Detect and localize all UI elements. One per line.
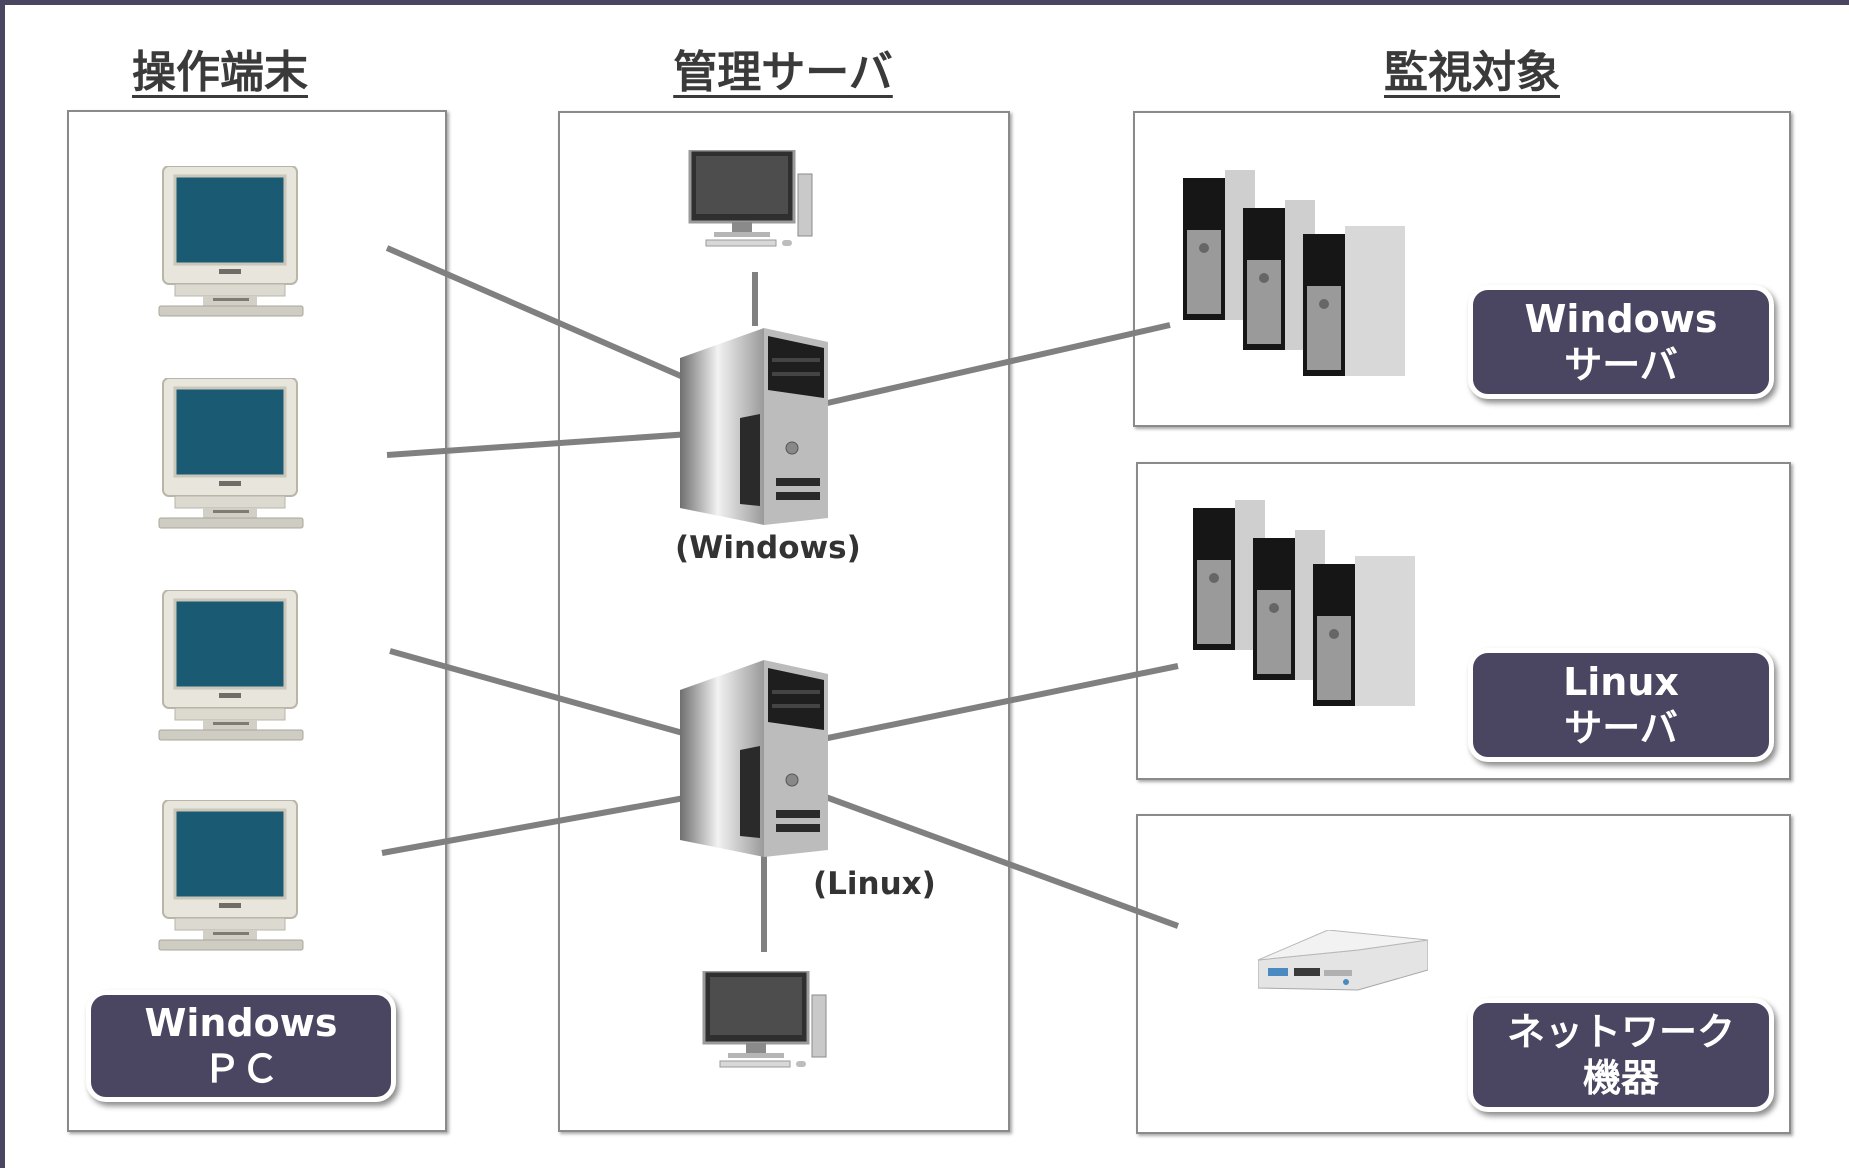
linux-server-badge: Linux サーバ	[1468, 648, 1774, 762]
flat-monitor-icon	[688, 150, 813, 247]
link-pc1-windows-server	[385, 245, 692, 383]
rack-network-device-icon	[1258, 930, 1428, 991]
badge-line: ネットワーク	[1506, 1010, 1735, 1054]
badge-line: サーバ	[1564, 343, 1678, 387]
management-panel	[558, 111, 1010, 1132]
link-pc4-linux-server	[381, 794, 691, 856]
badge-line: ＰＣ	[202, 1047, 279, 1091]
flat-monitor-icon	[702, 971, 827, 1068]
server-group-icon	[1183, 170, 1405, 376]
link-linux-server-network	[821, 793, 1180, 929]
pc-monitor-icon	[158, 378, 304, 529]
tower-server-icon	[680, 328, 828, 525]
badge-line: Windows	[144, 1001, 338, 1045]
tower-server-icon	[680, 660, 828, 857]
heading-management-server: 管理サーバ	[673, 47, 893, 98]
server-group-icon	[1193, 500, 1415, 706]
windows-server-badge: Windows サーバ	[1468, 285, 1774, 399]
link-pc2-windows-server	[386, 431, 691, 458]
badge-line: Linux	[1563, 660, 1679, 704]
windows-server-label: (Windows)	[675, 530, 861, 566]
link-windows-server-windows-targets	[822, 322, 1171, 407]
pc-monitor-icon	[158, 800, 304, 951]
link-linux-server-linux-targets	[822, 663, 1179, 742]
pc-monitor-icon	[158, 166, 304, 317]
badge-line: 機器	[1582, 1056, 1659, 1100]
badge-line: Windows	[1524, 297, 1718, 341]
heading-terminals: 操作端末	[132, 47, 308, 98]
heading-monitored-targets: 監視対象	[1384, 47, 1560, 98]
link-pc3-linux-server	[389, 648, 691, 738]
linux-server-label: (Linux)	[813, 866, 936, 902]
network-device-badge: ネットワーク 機器	[1468, 998, 1774, 1112]
badge-line: サーバ	[1564, 706, 1678, 750]
windows-pc-badge: Windows ＰＣ	[86, 990, 396, 1102]
pc-monitor-icon	[158, 590, 304, 741]
